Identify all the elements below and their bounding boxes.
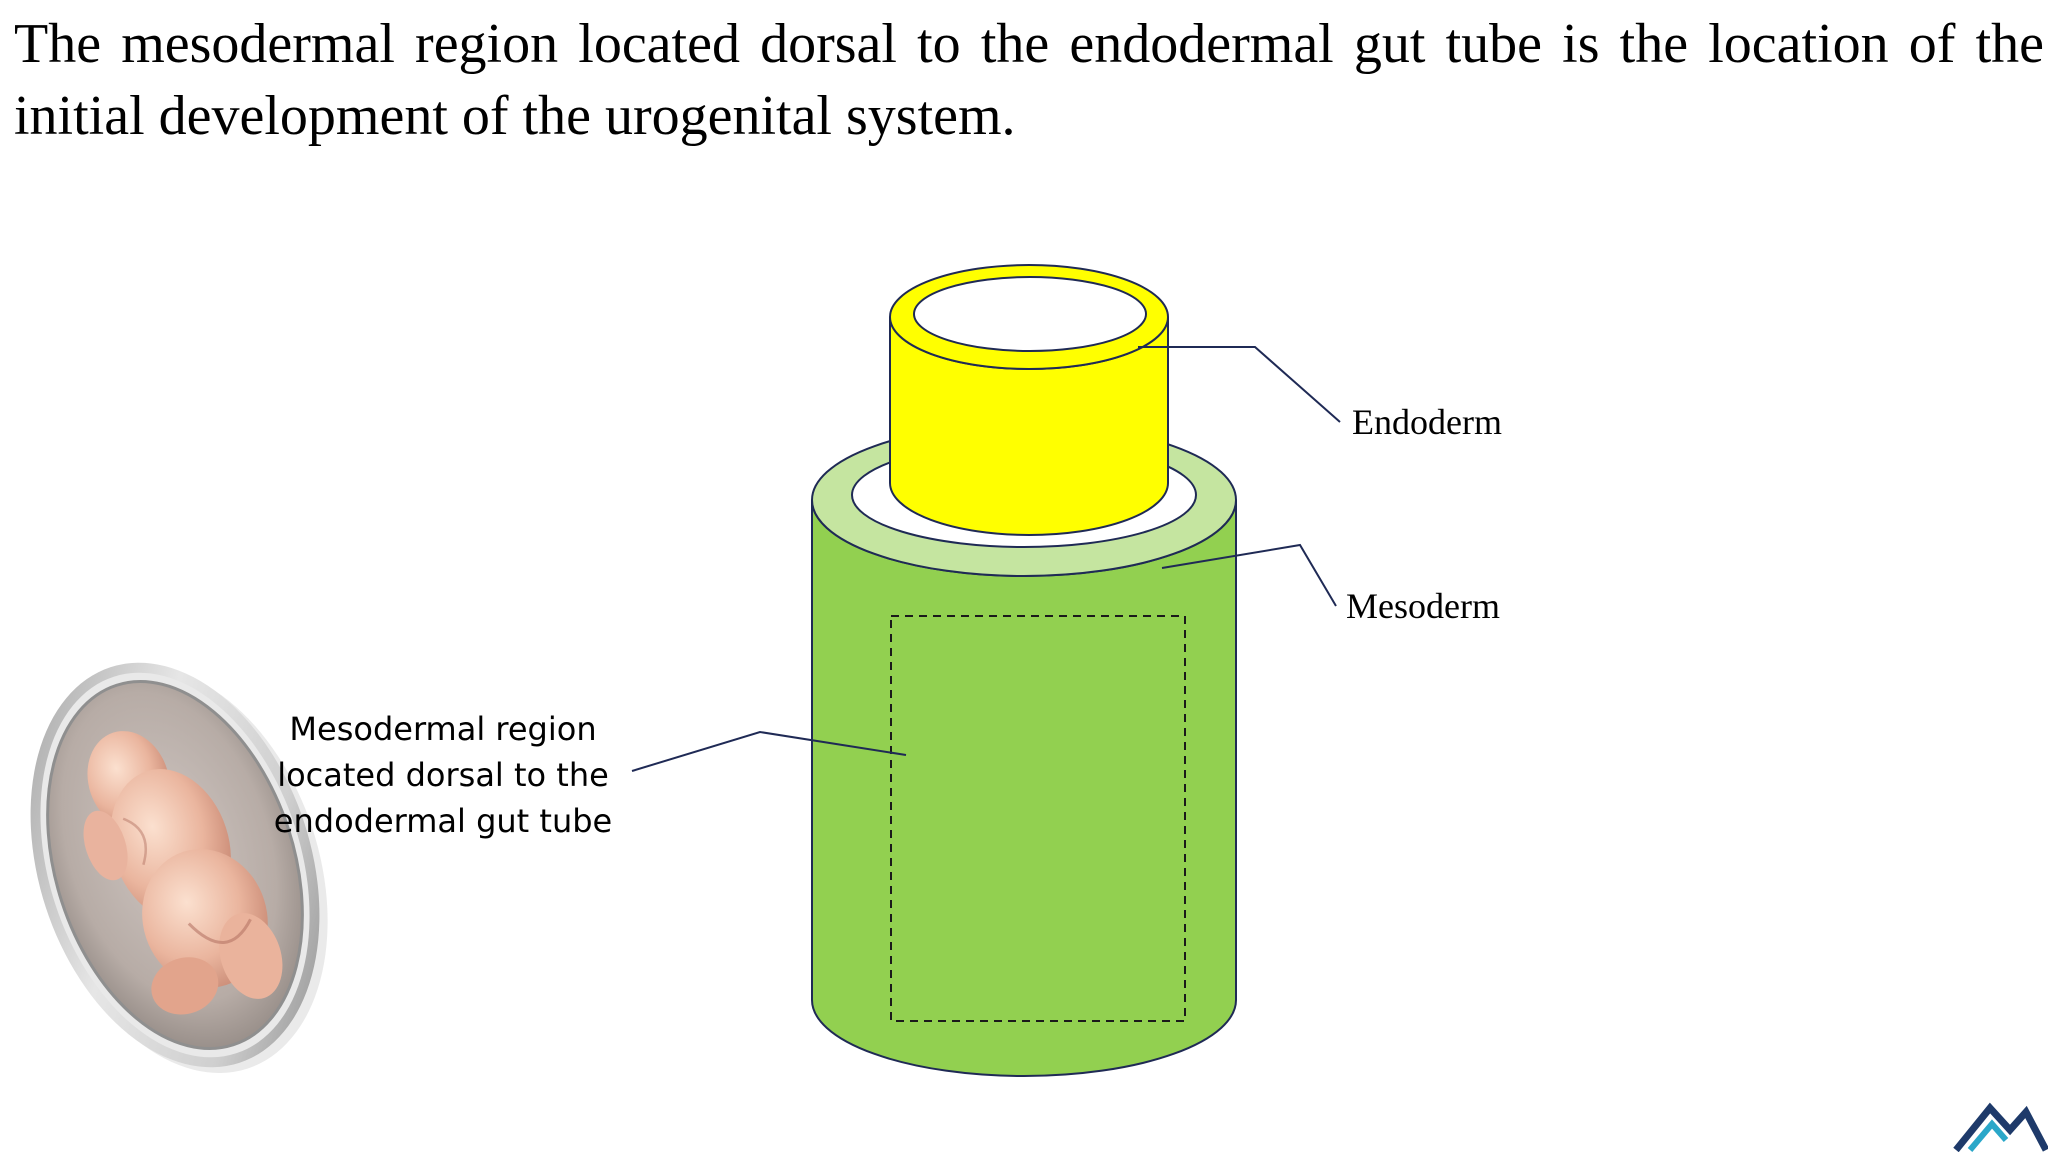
endoderm-tube: [889, 264, 1169, 536]
dorsal-region-label-line-3: endodermal gut tube: [273, 802, 613, 840]
fetus-photo-icon: [30, 662, 328, 1073]
mesoderm-leader-line: [1161, 543, 1337, 607]
dorsal-region-label-line-1: Mesodermal region: [289, 710, 597, 748]
dorsal-region-box: [890, 615, 1186, 1022]
dorsal-region-leader-line: [631, 730, 907, 772]
slide-title: The mesodermal region located dorsal to …: [14, 13, 2044, 147]
endoderm-lumen: [913, 276, 1147, 352]
mountain-logo-icon: [1953, 1102, 2048, 1152]
mesoderm-body: [811, 499, 1237, 1077]
mesoderm-label: Mesoderm: [1346, 586, 1500, 626]
endoderm-label: Endoderm: [1352, 402, 1502, 442]
dorsal-region-label: Mesodermal region located dorsal to the …: [262, 706, 624, 844]
endoderm-leader-line: [1138, 346, 1341, 423]
dorsal-region-label-line-2: located dorsal to the: [277, 756, 609, 794]
